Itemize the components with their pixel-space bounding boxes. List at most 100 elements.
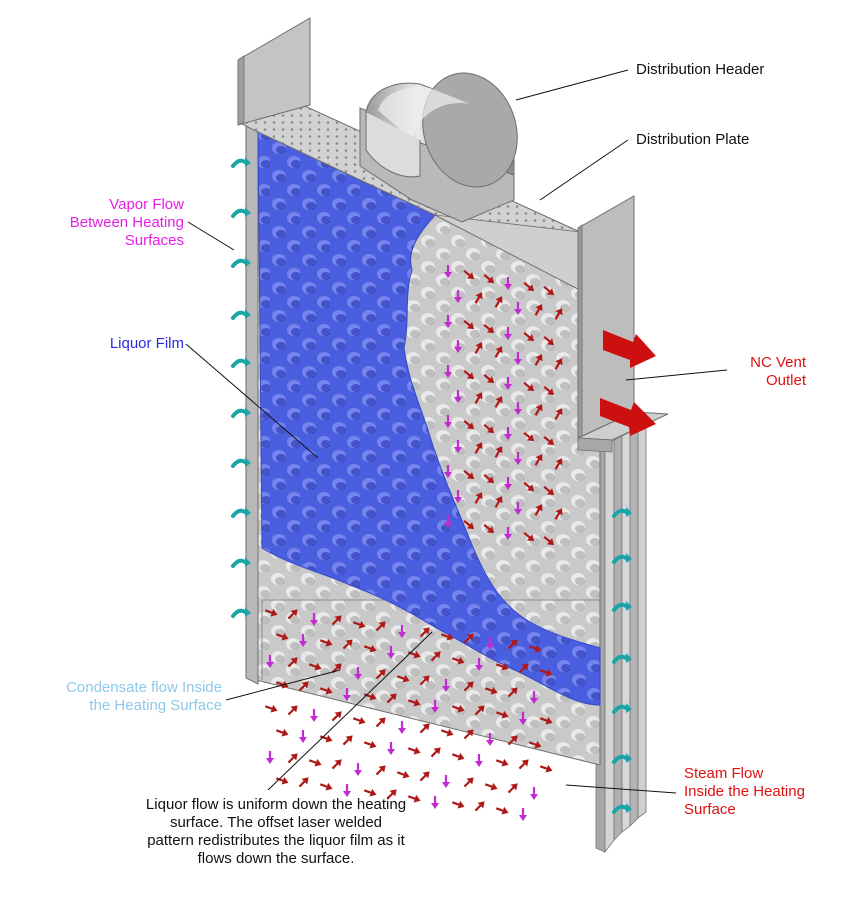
small-red-arrow-icon	[543, 535, 555, 546]
small-red-arrow-icon	[474, 392, 483, 404]
small-purple-arrow-icon	[519, 712, 527, 725]
liquor-film-label: Liquor Film	[24, 335, 184, 353]
small-red-arrow-icon	[554, 308, 563, 320]
vapor-flow-line-2: Between Heating	[69, 214, 184, 231]
small-red-arrow-icon	[523, 531, 535, 542]
small-red-arrow-icon	[287, 609, 298, 620]
vapor-flow-arrows	[231, 157, 251, 618]
small-red-arrow-icon	[474, 801, 485, 812]
small-purple-arrow-icon	[442, 679, 450, 692]
small-red-arrow-icon	[523, 431, 535, 442]
small-red-arrow-icon	[507, 735, 518, 746]
small-red-arrow-icon	[523, 481, 535, 492]
small-purple-arrow-icon	[454, 440, 462, 453]
curved-teal-arrow-icon	[612, 804, 628, 814]
small-red-arrow-icon	[543, 385, 555, 396]
small-red-arrow-icon	[518, 759, 529, 770]
small-red-arrow-icon	[463, 369, 475, 380]
small-red-arrow-icon	[375, 717, 386, 728]
small-red-arrow-icon	[494, 346, 503, 358]
small-red-arrow-icon	[494, 496, 503, 508]
small-red-arrow-icon	[319, 638, 333, 647]
curved-teal-arrow-icon	[231, 508, 247, 518]
small-red-arrow-icon	[528, 740, 542, 749]
small-red-arrow-icon	[554, 408, 563, 420]
curved-teal-arrow-icon	[231, 158, 247, 168]
small-red-arrow-icon	[331, 711, 342, 722]
small-red-arrow-icon	[483, 273, 495, 284]
liquor-flow-note-line-3: pattern redistributes the liquor film as…	[147, 832, 405, 849]
small-purple-arrow-icon	[431, 700, 439, 713]
small-purple-arrow-icon	[504, 527, 512, 540]
small-purple-arrow-icon	[514, 402, 522, 415]
small-red-arrow-icon	[396, 770, 410, 779]
small-purple-arrow-icon	[475, 754, 483, 767]
small-purple-arrow-icon	[387, 742, 395, 755]
small-red-arrow-icon	[451, 704, 465, 713]
condensate-flow-label: Condensate flow Inside the Heating Surfa…	[10, 679, 222, 715]
liquor-flow-note-line-4: flows down the surface.	[197, 850, 355, 867]
small-red-arrow-icon	[474, 492, 483, 504]
small-purple-arrow-icon	[444, 365, 452, 378]
small-red-arrow-icon	[451, 752, 465, 761]
curved-teal-arrow-icon-head	[245, 457, 251, 467]
small-red-arrow-icon	[483, 523, 495, 534]
vapor-flow-line-1: Vapor Flow	[109, 196, 184, 213]
curved-teal-arrow-icon-head	[245, 507, 251, 517]
small-red-arrow-icon	[396, 674, 410, 683]
small-red-arrow-icon	[523, 381, 535, 392]
curved-teal-arrow-icon-head	[626, 803, 632, 813]
small-purple-arrow-icon	[266, 751, 274, 764]
liquor-flow-note: Liquor flow is uniform down the heating …	[96, 796, 456, 868]
curved-teal-arrow-icon-head	[245, 607, 251, 617]
small-red-arrow-icon	[386, 789, 397, 800]
small-purple-arrow-icon	[486, 637, 494, 650]
small-red-arrow-icon	[483, 423, 495, 434]
small-red-arrow-icon	[375, 765, 386, 776]
small-red-arrow-icon	[363, 740, 377, 749]
small-red-arrow-icon	[407, 794, 421, 803]
small-red-arrow-icon	[463, 269, 475, 280]
curved-teal-arrow-icon	[612, 508, 628, 518]
small-red-arrow-icon	[440, 632, 454, 641]
small-purple-arrow-icon	[299, 730, 307, 743]
small-red-arrow-icon	[534, 404, 543, 416]
small-red-arrow-icon	[494, 396, 503, 408]
small-red-arrow-icon	[474, 342, 483, 354]
vapor-flow-line-3: Surfaces	[124, 232, 184, 249]
small-red-arrow-icon	[342, 735, 353, 746]
small-red-arrow-icon	[463, 633, 474, 644]
curved-teal-arrow-icon	[612, 554, 628, 564]
small-red-arrow-icon	[495, 806, 509, 815]
small-purple-arrow-icon	[454, 390, 462, 403]
small-purple-arrow-icon	[266, 655, 274, 668]
small-red-arrow-icon	[407, 650, 421, 659]
curved-teal-arrow-icon-head	[626, 753, 632, 763]
small-red-arrow-icon	[543, 335, 555, 346]
small-red-arrow-icon	[375, 621, 386, 632]
small-purple-arrow-icon	[504, 377, 512, 390]
curved-teal-arrow-icon	[231, 208, 247, 218]
curved-teal-arrow-icon-head	[626, 601, 632, 611]
small-purple-arrow-icon	[444, 465, 452, 478]
small-red-arrow-icon	[430, 747, 441, 758]
liquor-film	[257, 131, 601, 706]
small-red-arrow-icon	[534, 354, 543, 366]
small-red-arrow-icon	[440, 728, 454, 737]
small-red-arrow-icon	[352, 620, 366, 629]
small-purple-arrow-icon	[310, 613, 318, 626]
small-purple-arrow-icon	[354, 667, 362, 680]
small-red-arrow-icon	[407, 746, 421, 755]
nc-vent-line-2: Outlet	[765, 372, 806, 389]
small-red-arrow-icon	[419, 627, 430, 638]
steam-condensate-arrows	[264, 265, 563, 821]
small-red-arrow-icon	[363, 788, 377, 797]
small-purple-arrow-icon	[486, 733, 494, 746]
small-purple-arrow-icon	[454, 490, 462, 503]
small-purple-arrow-icon	[444, 415, 452, 428]
steam-flow-line-3: Surface	[684, 801, 736, 818]
small-purple-arrow-icon	[530, 787, 538, 800]
small-red-arrow-icon	[507, 639, 518, 650]
small-red-arrow-icon	[430, 651, 441, 662]
